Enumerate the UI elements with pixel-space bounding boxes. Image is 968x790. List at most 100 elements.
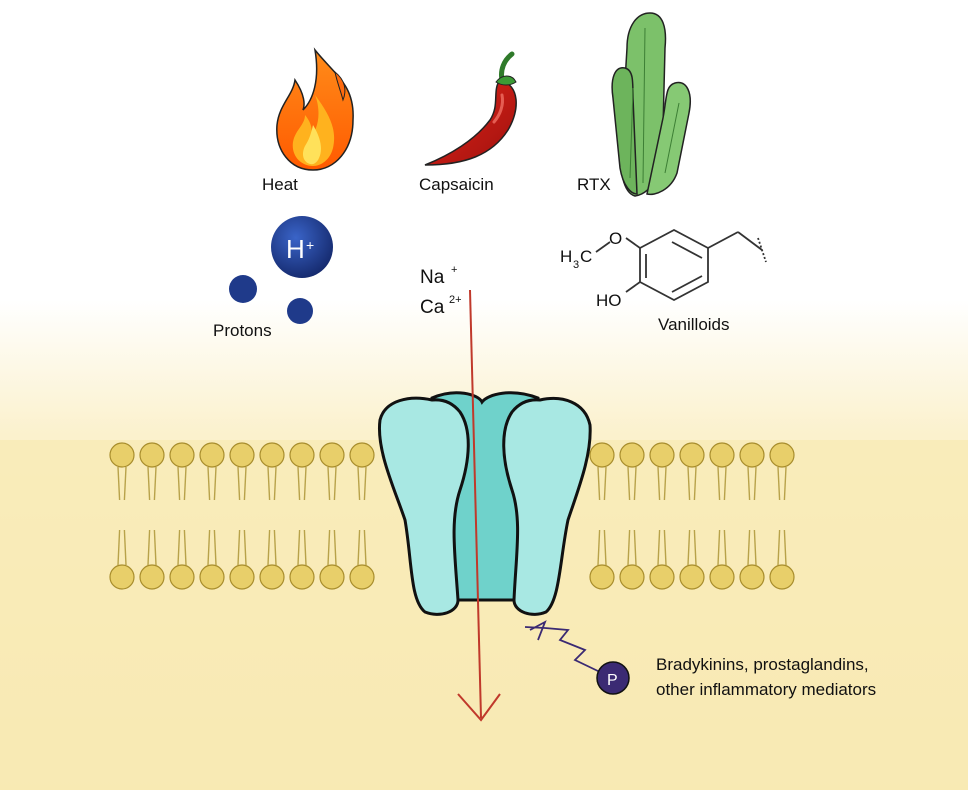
flame-icon (276, 47, 354, 171)
vanilloid-structure-icon (595, 228, 767, 302)
lipid-tail (267, 529, 271, 566)
lipid-tail (693, 466, 697, 501)
lipid-tail (213, 466, 217, 501)
lipid-tail (207, 529, 211, 566)
lipid-head (319, 442, 345, 468)
lipid-head (319, 564, 345, 590)
lipid-tail (153, 529, 157, 566)
proton-symbol: H (286, 234, 305, 264)
trpv1-channel (377, 391, 592, 616)
capsaicin-label: Capsaicin (419, 175, 494, 194)
proton-large-icon (271, 216, 333, 278)
lipid-head (709, 564, 735, 590)
lipid-head (649, 564, 675, 590)
lipid-head (589, 564, 615, 590)
lipid-tail (327, 466, 331, 501)
lipid-tail (357, 529, 361, 566)
lipid-head (649, 442, 675, 468)
lipid-head (739, 442, 765, 468)
mediators-label-line1: Bradykinins, prostaglandins, (656, 655, 869, 674)
lipid-head (589, 442, 615, 468)
lipid-tail (657, 466, 661, 501)
lipid-tail (183, 466, 187, 501)
lipid-head (679, 564, 705, 590)
lipid-tail (723, 466, 727, 501)
lipid-tail (273, 529, 277, 566)
lipid-head (739, 564, 765, 590)
proton-small-icon (287, 298, 313, 324)
lipid-tail (603, 529, 607, 566)
lipid-tail (363, 466, 367, 501)
lipid-head (139, 564, 165, 590)
lipid-tail (123, 529, 127, 566)
lipid-tail (717, 529, 721, 566)
lipid-head (199, 564, 225, 590)
lipid-tail (147, 529, 151, 566)
molecule-methyl-h: H (560, 247, 572, 266)
lipid-tail (237, 529, 241, 566)
lipid-tail (783, 529, 787, 566)
proton-charge: + (306, 237, 314, 253)
lipid-tail (633, 529, 637, 566)
lipid-head (349, 442, 375, 468)
lipid-head (229, 442, 255, 468)
lipid-head (109, 442, 135, 468)
lipid-tail (603, 466, 607, 501)
lipid-head (709, 442, 735, 468)
molecule-methyl-c: C (580, 247, 592, 266)
lipid-tail (657, 529, 661, 566)
lipid-tail (183, 529, 187, 566)
lipid-tail (747, 466, 751, 501)
lipid-tail (753, 466, 757, 501)
cactus-icon (611, 12, 691, 197)
sodium-label: Na (420, 267, 445, 288)
lipid-tail (717, 466, 721, 501)
lipid-tail (297, 466, 301, 501)
lipid-tail (303, 466, 307, 501)
lipid-tail (687, 529, 691, 566)
lipid-tail (273, 466, 277, 501)
protons-label: Protons (213, 321, 272, 340)
sodium-charge: + (451, 264, 457, 276)
lipid-tail (597, 529, 601, 566)
lipid-tail (753, 529, 757, 566)
lipid-head (109, 564, 135, 590)
lipid-tail (777, 466, 781, 501)
lipid-tail (213, 529, 217, 566)
lipid-tail (723, 529, 727, 566)
lipid-head (619, 442, 645, 468)
lipid-head (199, 442, 225, 468)
lipid-tail (243, 466, 247, 501)
lipid-head (679, 442, 705, 468)
lipid-tail (687, 466, 691, 501)
lipid-tail (633, 466, 637, 501)
lipid-tail (147, 466, 151, 501)
lipid-tail (117, 529, 121, 566)
lipid-tail (693, 529, 697, 566)
lipid-head (259, 564, 285, 590)
lipid-head (229, 564, 255, 590)
lipid-tail (327, 529, 331, 566)
lipid-tail (243, 529, 247, 566)
lipid-head (169, 442, 195, 468)
lipid-head (619, 564, 645, 590)
mediators-label-line2: other inflammatory mediators (656, 680, 876, 699)
lipid-tail (207, 466, 211, 501)
molecule-oxygen: O (609, 229, 622, 248)
chili-pepper-icon (424, 51, 517, 166)
lipid-head (139, 442, 165, 468)
calcium-label: Ca (420, 297, 445, 318)
ion-flux-arrow (457, 289, 501, 722)
lipid-tail (177, 529, 181, 566)
lipid-tail (663, 529, 667, 566)
lipid-tail (597, 466, 601, 501)
lipid-tail (333, 529, 337, 566)
lipid-tail (363, 529, 367, 566)
vanilloids-label: Vanilloids (658, 315, 730, 334)
lipid-tail (777, 529, 781, 566)
lipid-head (289, 442, 315, 468)
lipid-tail (177, 466, 181, 501)
lipid-head (289, 564, 315, 590)
